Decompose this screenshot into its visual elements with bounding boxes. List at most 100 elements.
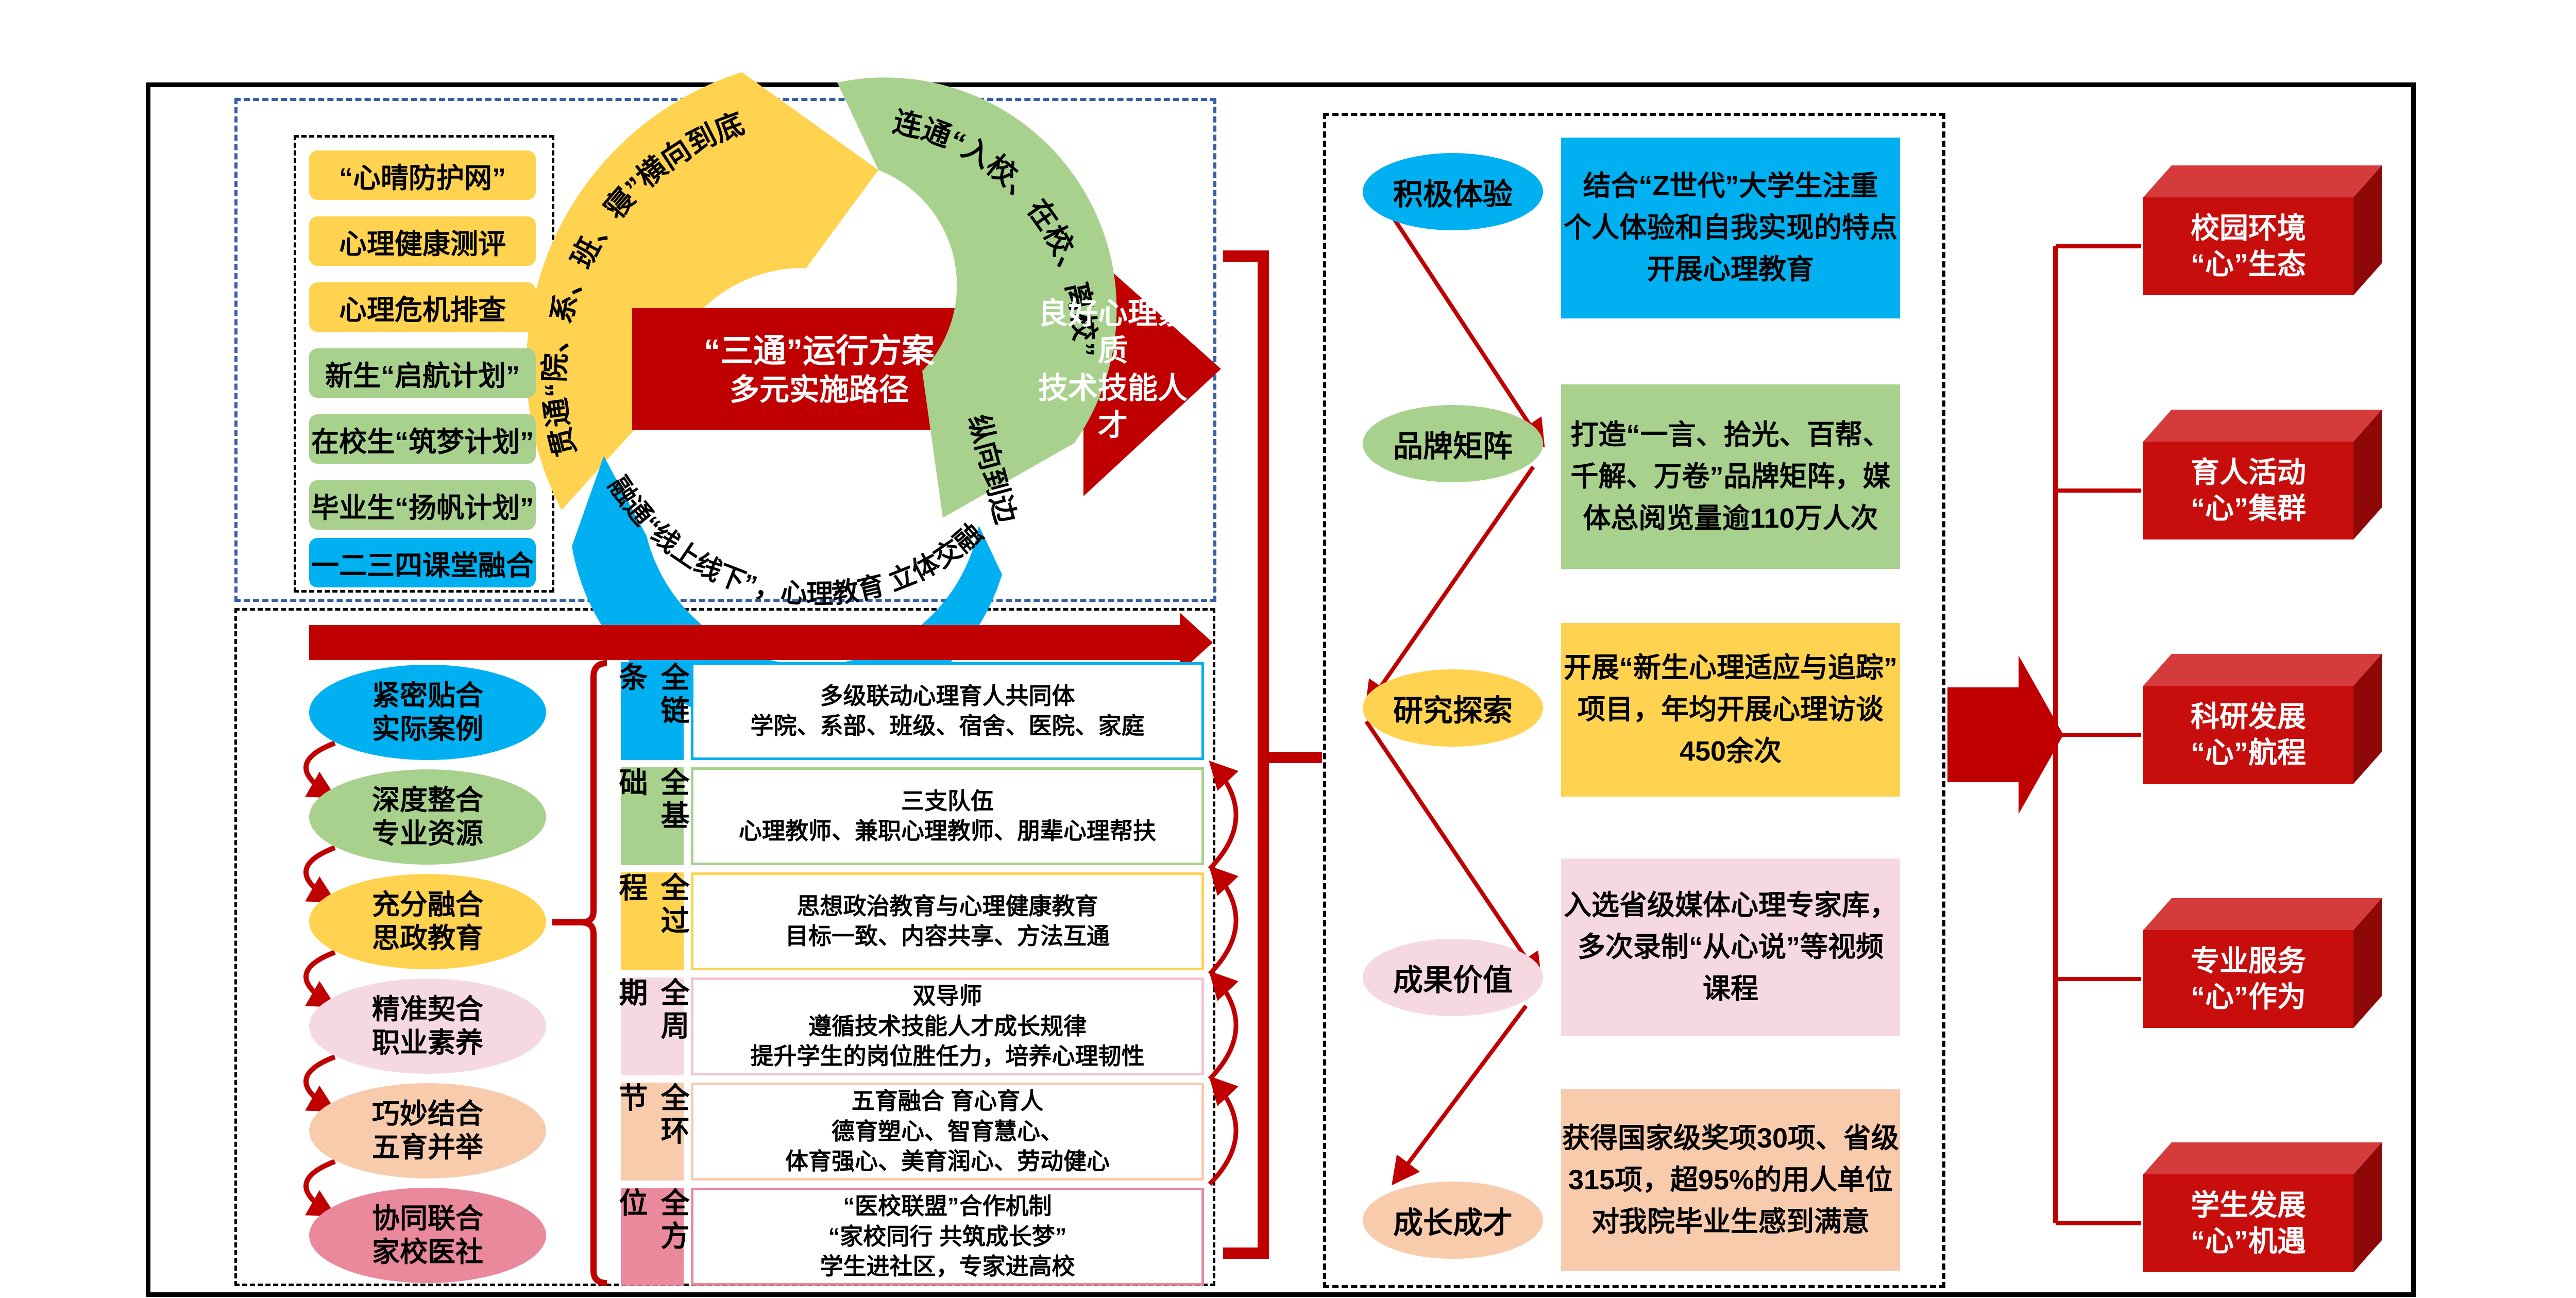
cycle-green-arrow <box>837 77 1117 518</box>
oval-line1: 紧密贴合 <box>372 680 483 711</box>
cycle-center-line2: 多元实施路径 <box>729 373 909 407</box>
outcome-cube: 校园环境 “心”生态 <box>2143 197 2353 295</box>
row-line: 心理教师、兼职心理教师、朋辈心理帮扶 <box>738 818 1156 844</box>
cube-line1: 科研发展 <box>2191 700 2306 733</box>
ovals-rows-brace <box>552 660 607 1286</box>
cube-line1: 专业服务 <box>2191 945 2306 977</box>
row-chain-arrows <box>1208 761 1239 1186</box>
principle-oval: 协同联合家校医社 <box>309 1188 546 1283</box>
row-label: 全方位 <box>615 1188 689 1286</box>
stage-box-line: 对我院毕业生感到满意 <box>1591 1206 1870 1237</box>
cube-line1: 育人活动 <box>2191 456 2306 488</box>
program-item: 在校生“筑梦计划” <box>309 414 536 464</box>
oval-chain-arrows <box>303 740 336 1217</box>
cube-line2: “心”航程 <box>2191 736 2306 769</box>
stage-box-line: 课程 <box>1703 973 1758 1004</box>
dimension-row: 全方位 “医校联盟”合作机制 “家校同行 共筑成长梦” 学生进社区，专家进高校 <box>615 1188 1204 1286</box>
row-line: 五育融合 育心育人 <box>851 1088 1044 1115</box>
cube-line2: “心”集群 <box>2191 492 2306 525</box>
row-line: “家校同行 共筑成长梦” <box>828 1223 1067 1250</box>
stage-box-line: 开展心理教育 <box>1647 254 1814 285</box>
stage-box-line: 体总阅览量逾110万人次 <box>1583 502 1878 534</box>
stage-box-line: 千解、万卷”品牌矩阵，媒 <box>1570 461 1891 492</box>
row-label: 全链条 <box>615 662 689 760</box>
bottom-left-top-arrow <box>309 613 1213 672</box>
stage-box-line: 入选省级媒体心理专家库， <box>1564 889 1897 921</box>
stage-box-line: 多次录制“从心说”等视频 <box>1578 931 1884 963</box>
program-item: 毕业生“扬帆计划” <box>309 480 536 530</box>
cycle-yellow-arrow <box>526 72 878 510</box>
row-content: 双导师 遵循技术技能人才成长规律 提升学生的岗位胜任力，培养心理韧性 <box>691 977 1204 1075</box>
slide-frame <box>146 82 2416 1297</box>
row-line: 三支队伍 <box>901 787 994 814</box>
outcome-line2: 技术技能人才 <box>1038 371 1188 443</box>
oval-line2: 家校医社 <box>372 1236 483 1268</box>
row-line: 思想政治教育与心理健康教育 <box>796 892 1098 919</box>
stage-oval: 积极体验 <box>1363 153 1543 230</box>
program-label: “心晴防护网” <box>339 162 506 194</box>
program-label: 新生“启航计划” <box>325 360 520 392</box>
row-line: 目标一致、内容共享、方法互通 <box>785 923 1110 949</box>
oval-line2: 专业资源 <box>372 818 483 849</box>
row-line: 德育塑心、智育慧心、 <box>831 1118 1063 1144</box>
outcome-cube: 科研发展 “心”航程 <box>2143 686 2353 784</box>
oval-line2: 实际案例 <box>372 713 483 745</box>
middle-zigzag-arrows <box>1364 180 1545 1186</box>
row-line: 体育强心、美育润心、劳动健心 <box>785 1148 1110 1175</box>
row-line: 遵循技术技能人才成长规律 <box>808 1013 1087 1039</box>
oval-line1: 精准契合 <box>372 993 483 1025</box>
row-content: 三支队伍 心理教师、兼职心理教师、朋辈心理帮扶 <box>691 767 1204 865</box>
oval-line2: 职业素养 <box>372 1027 483 1058</box>
program-label: 心理健康测评 <box>339 228 506 260</box>
stage-box: 入选省级媒体心理专家库， 多次录制“从心说”等视频 课程 <box>1561 858 1900 1036</box>
cube-line2: “心”生态 <box>2191 248 2306 280</box>
outcome-line1: 良好心理素质 <box>1038 296 1188 368</box>
cycle-center-text: “三通”运行方案 多元实施路径 <box>659 314 979 425</box>
cube-3d-faces <box>2143 165 2382 1272</box>
row-label: 全周期 <box>615 977 689 1075</box>
dimension-row: 全基础 三支队伍 心理教师、兼职心理教师、朋辈心理帮扶 <box>615 767 1204 865</box>
program-item: 心理健康测评 <box>309 216 536 266</box>
stage-box-line: 个人体验和自我实现的特点 <box>1564 212 1897 243</box>
middle-to-right-arrow <box>1947 655 2063 814</box>
row-line: 学生进社区，专家进高校 <box>820 1253 1075 1280</box>
program-item: 新生“启航计划” <box>309 348 536 398</box>
cube-line2: “心”作为 <box>2191 981 2306 1013</box>
stage-box: 获得国家级奖项30项、省级 315项，超95%的用人单位 对我院毕业生感到满意 <box>1561 1089 1900 1271</box>
stage-box-line: 450余次 <box>1679 736 1782 767</box>
principle-oval: 紧密贴合实际案例 <box>309 665 546 760</box>
row-content: 多级联动心理育人共同体 学院、系部、班级、宿舍、医院、家庭 <box>691 662 1204 760</box>
dimension-row: 全链条 多级联动心理育人共同体 学院、系部、班级、宿舍、医院、家庭 <box>615 662 1204 760</box>
stage-box-line: 项目，年均开展心理访谈 <box>1578 694 1884 725</box>
row-content: 五育融合 育心育人 德育塑心、智育慧心、 体育强心、美育润心、劳动健心 <box>691 1083 1204 1181</box>
stage-box-line: 获得国家级奖项30项、省级 <box>1562 1122 1900 1154</box>
row-content: 思想政治教育与心理健康教育 目标一致、内容共享、方法互通 <box>691 872 1204 970</box>
stage-oval: 成果价值 <box>1363 939 1543 1016</box>
stage-box: 结合“Z世代”大学生注重 个人体验和自我实现的特点 开展心理教育 <box>1561 138 1900 318</box>
dimension-row: 全过程 思想政治教育与心理健康教育 目标一致、内容共享、方法互通 <box>615 872 1204 970</box>
program-label: 毕业生“扬帆计划” <box>311 492 534 524</box>
cube-line1: 学生发展 <box>2191 1189 2306 1221</box>
oval-line2: 五育并举 <box>372 1132 483 1163</box>
stage-oval: 成长成才 <box>1363 1182 1543 1259</box>
stage-box: 开展“新生心理适应与追踪” 项目，年均开展心理访谈 450余次 <box>1561 623 1900 797</box>
row-line: “医校联盟”合作机制 <box>843 1193 1052 1220</box>
principle-oval: 深度整合专业资源 <box>309 769 546 865</box>
row-line: 双导师 <box>912 983 982 1009</box>
program-item: 心理危机排查 <box>309 282 536 332</box>
row-line: 提升学生的岗位胜任力，培养心理韧性 <box>750 1043 1145 1070</box>
cycle-outcome-text: 良好心理素质 技术技能人才 <box>1028 297 1198 443</box>
oval-line2: 思政教育 <box>372 922 483 954</box>
middle-panel <box>1323 113 1945 1288</box>
cube-line1: 校园环境 <box>2191 212 2306 244</box>
oval-line1: 协同联合 <box>372 1203 483 1234</box>
stage-box-line: 打造“一言、拾光、百帮、 <box>1570 419 1891 450</box>
row-line: 多级联动心理育人共同体 <box>820 682 1075 709</box>
oval-line1: 深度整合 <box>372 784 483 816</box>
row-label: 全过程 <box>615 872 689 970</box>
right-connector-tree <box>2053 244 2141 1225</box>
outcome-cube: 育人活动 “心”集群 <box>2143 442 2353 540</box>
program-label: 在校生“筑梦计划” <box>311 426 534 458</box>
row-label: 全基础 <box>615 767 689 865</box>
